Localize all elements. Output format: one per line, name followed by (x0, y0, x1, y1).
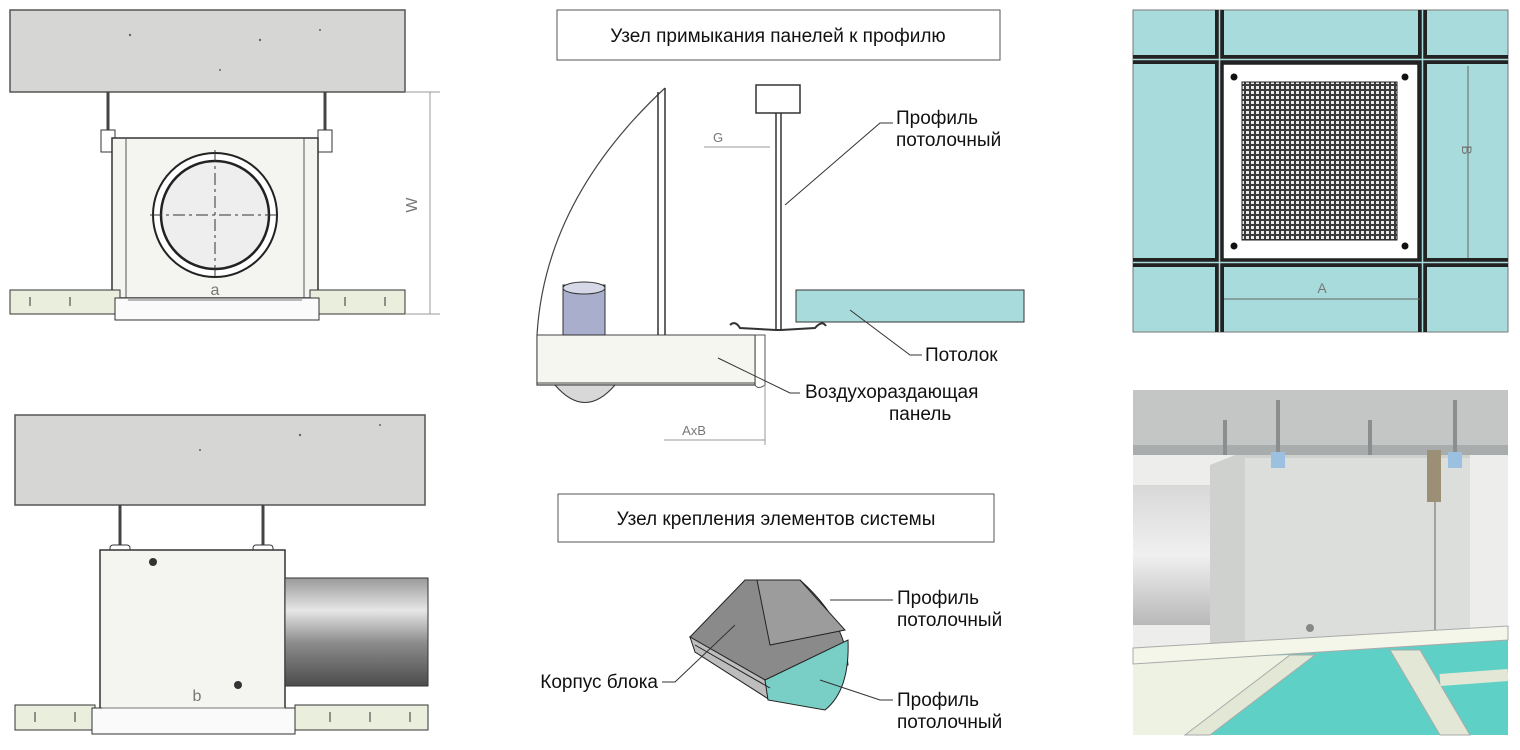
mounting-detail: Узел крепления элементов системы Профиль… (540, 493, 1002, 733)
concrete-ceiling-3d (1133, 390, 1508, 445)
dimension-plan-b: B (1459, 145, 1475, 154)
air-duct (284, 577, 429, 687)
junction-detail: Узел примыкания панелей к профилю G AxB … (536, 9, 1025, 445)
front-view: a W (9, 9, 440, 321)
dimension-a: a (211, 282, 220, 299)
dimension-w: W (404, 197, 421, 213)
duct-collar (150, 150, 280, 280)
side-view: b (14, 414, 429, 735)
callout-profile-top: Профиль потолочный (896, 108, 1001, 151)
dimension-plan-a: A (1317, 280, 1327, 296)
callout-air-panel: Воздухораздающая панель (805, 382, 984, 425)
mounting-title-box (557, 493, 995, 543)
mounting-title: Узел крепления элементов системы (617, 509, 936, 530)
diffuser-grille (1241, 81, 1398, 241)
hanger-rods (106, 92, 327, 140)
junction-title: Узел примыкания панелей к профилю (610, 26, 945, 47)
callout-unit-body: Корпус блока (540, 672, 658, 693)
junction-title-box (556, 9, 1001, 61)
callout-profile-mid: Профиль потолочный (897, 588, 1002, 631)
callout-profile-bottom: Профиль потолочный (897, 690, 1002, 733)
ceiling-tile (795, 289, 1025, 323)
unit-body-side (99, 549, 286, 711)
ceiling-rail (9, 289, 406, 315)
dimension-axb: AxB (682, 423, 706, 438)
render-3d (1132, 390, 1509, 736)
dimension-g: G (713, 130, 723, 145)
dimension-b: b (193, 688, 202, 705)
plan-view: A B (1132, 9, 1509, 333)
callout-ceiling: Потолок (925, 345, 998, 366)
concrete-slab (9, 9, 406, 93)
concrete-slab-side (14, 414, 426, 506)
